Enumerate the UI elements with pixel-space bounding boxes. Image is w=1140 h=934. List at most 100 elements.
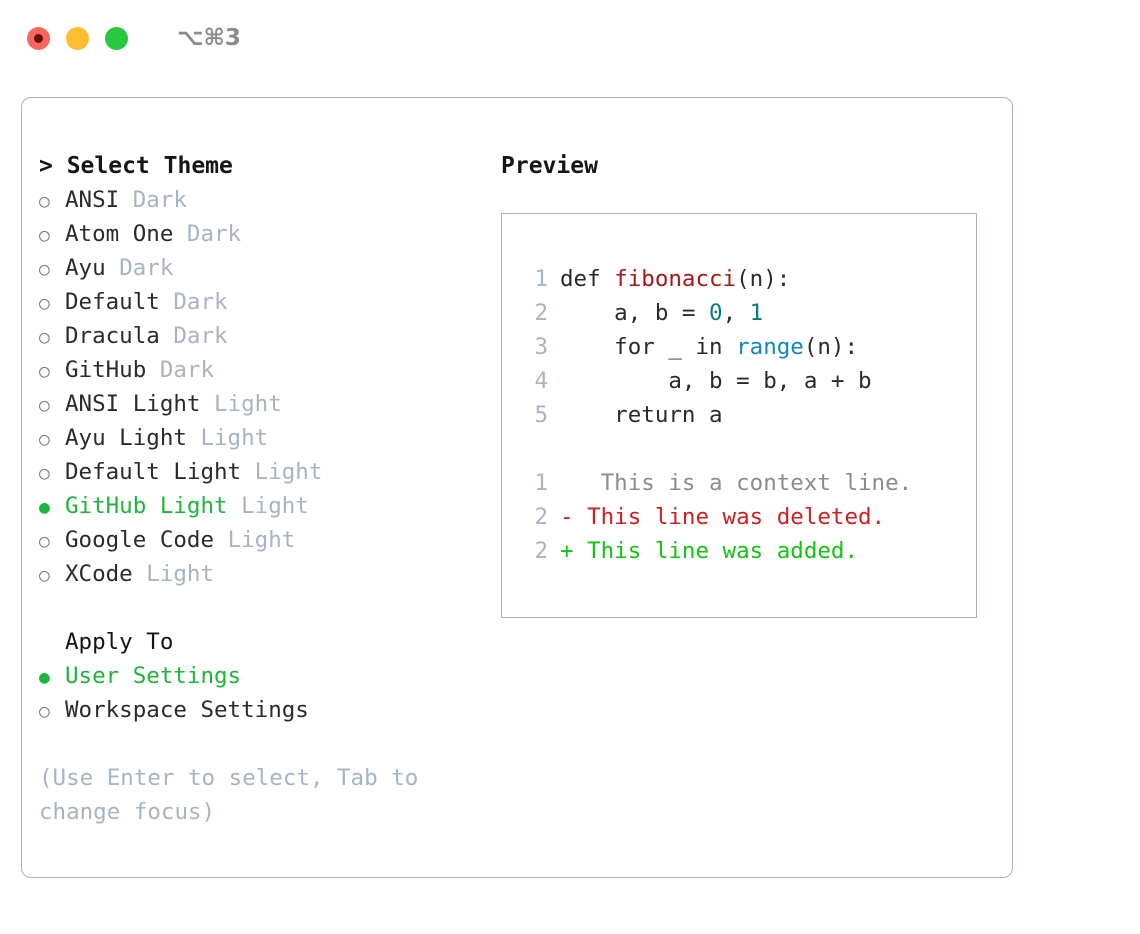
theme-gap [119,183,133,217]
theme-name: Dracula [65,323,160,349]
radio-selected-icon: ● [39,497,50,518]
code-token: range [736,334,804,360]
theme-list[interactable]: ○ANSI Dark○Atom One Dark○Ayu Dark○Defaul… [39,183,489,591]
preview-header: Preview [501,153,598,179]
theme-list-item[interactable]: ○ANSI Dark [39,183,489,217]
theme-variant-badge: Light [227,527,296,553]
apply-to-label: Workspace Settings [65,697,309,723]
theme-gap [241,455,255,489]
theme-name: Ayu Light [65,425,187,451]
keyboard-shortcut-label: ⌥⌘3 [177,25,241,51]
maximize-window-button[interactable] [105,26,128,50]
code-line: 3 for _ in range(n): [518,330,972,364]
theme-name: ANSI [65,187,120,213]
code-token: a, b = b, a + b [560,368,872,394]
diff-text: This is a context line. [573,470,913,496]
radio-empty-icon: ○ [39,565,50,586]
radio-empty-icon: ○ [39,225,50,246]
theme-selector-column: > Select Theme ○ANSI Dark○Atom One Dark○… [39,149,489,829]
theme-gap [146,353,160,387]
theme-name: GitHub Light [65,493,228,519]
apply-to-header: Apply To [65,629,174,655]
theme-name: ANSI Light [65,391,201,417]
radio-empty-icon: ○ [39,531,50,552]
apply-to-option[interactable]: ●User Settings [39,659,489,693]
line-number: 2 [534,538,548,564]
code-token: def [560,266,615,292]
close-window-button[interactable] [27,26,50,50]
main-panel: > Select Theme ○ANSI Dark○Atom One Dark○… [21,97,1013,878]
theme-list-item[interactable]: ○ Ayu Light Light [39,421,489,455]
theme-variant-badge: Dark [186,221,242,247]
theme-gap [106,251,120,285]
traffic-lights [27,26,128,50]
title-bar: ⌥⌘3 [0,0,1140,76]
apply-to-list[interactable]: ●User Settings○Workspace Settings [39,659,489,727]
theme-name: Default [65,289,160,315]
line-number: 5 [534,402,548,428]
radio-empty-icon: ○ [39,429,50,450]
theme-variant-badge: Light [241,493,309,519]
theme-list-item[interactable]: ○ Default Light Light [39,455,489,489]
list-spacer [39,591,489,625]
theme-variant-badge: Light [254,459,323,485]
radio-empty-icon: ○ [39,327,50,348]
theme-variant-badge: Dark [159,357,215,383]
theme-gap [160,285,174,319]
theme-variant-badge: Dark [173,323,228,349]
keyboard-hint-text: (Use Enter to select, Tab to change focu… [39,765,432,825]
code-token: fibonacci [614,266,737,292]
diff-line: 2- This line was deleted. [518,500,972,534]
apply-to-label: User Settings [65,663,242,689]
theme-name: Atom One [65,221,174,247]
theme-list-item[interactable]: ○ Atom One Dark [39,217,489,251]
code-line: 5 return a [518,398,972,432]
radio-empty-icon: ○ [39,463,50,484]
code-token: 0 [709,300,723,326]
minimize-window-button[interactable] [66,26,89,50]
code-line: 4 a, b = b, a + b [518,364,972,398]
line-number: 2 [534,300,548,326]
code-token: , [722,300,750,326]
theme-variant-badge: Light [214,391,282,417]
code-token: (n): [803,334,859,360]
theme-gap [214,523,228,557]
diff-marker [560,466,574,500]
line-number: 3 [534,334,548,360]
diff-text: This line was deleted. [573,504,886,530]
radio-empty-icon: ○ [39,293,50,314]
theme-gap [160,319,174,353]
theme-gap [133,557,147,591]
code-token: (n): [736,266,791,292]
theme-list-item[interactable]: ○GitHub Dark [39,353,489,387]
apply-to-option[interactable]: ○Workspace Settings [39,693,489,727]
theme-gap [173,217,187,251]
theme-gap [187,421,201,455]
theme-list-item[interactable]: ○XCode Light [39,557,489,591]
theme-gap [200,387,214,421]
line-number: 1 [534,470,548,496]
theme-list-item[interactable]: ○Ayu Dark [39,251,489,285]
theme-list-item[interactable]: ○Default Dark [39,285,489,319]
line-number: 4 [534,368,548,394]
radio-empty-icon: ○ [39,395,50,416]
diff-sample: 1 This is a context line. 2- This line wa… [518,466,972,568]
theme-list-item[interactable]: ○Google Code Light [39,523,489,557]
theme-list-item[interactable]: ○ ANSI Light Light [39,387,489,421]
code-token: a, b = [560,300,710,326]
theme-list-item[interactable]: ● GitHub Light Light [39,489,489,523]
select-theme-header: > Select Theme [39,153,233,179]
diff-line: 2+ This line was added. [518,534,972,568]
radio-empty-icon: ○ [39,191,50,212]
theme-name: Default Light [65,459,242,485]
theme-variant-badge: Dark [119,255,174,281]
theme-name: GitHub [65,357,147,383]
code-diff-gap [518,432,972,466]
theme-variant-badge: Light [200,425,269,451]
theme-list-item[interactable]: ○ Dracula Dark [39,319,489,353]
theme-variant-badge: Light [146,561,215,587]
